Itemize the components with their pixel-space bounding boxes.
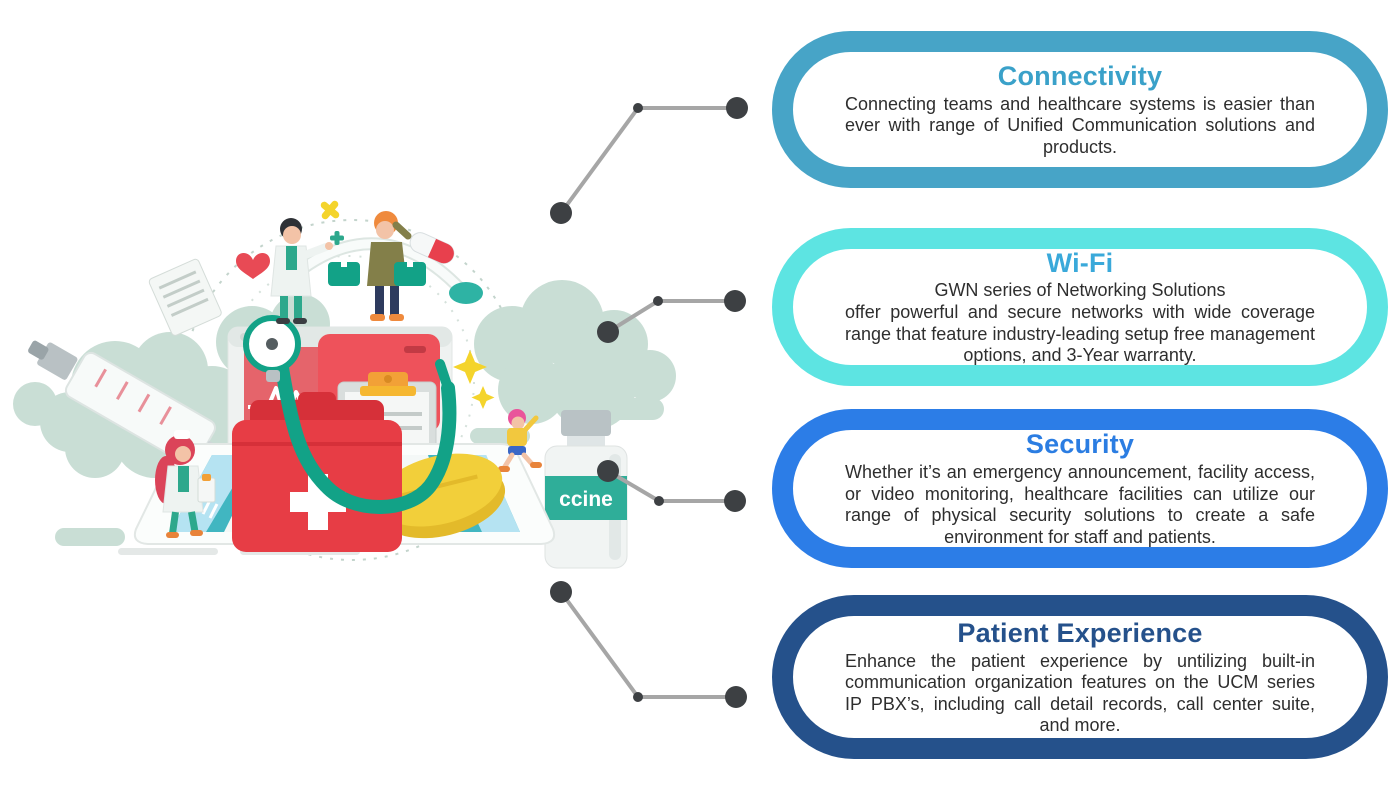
callout-connectivity: Connectivity Connecting teams and health… bbox=[772, 31, 1388, 188]
callout-title: Patient Experience bbox=[957, 617, 1203, 648]
stethoscope-icon bbox=[243, 315, 457, 514]
connector-dot bbox=[633, 692, 643, 702]
connector-dot bbox=[725, 686, 747, 708]
callout-title: Wi-Fi bbox=[1046, 247, 1114, 278]
sparkle-icon bbox=[320, 200, 495, 409]
callout-body: Whether it’s an emergency announcement, … bbox=[845, 462, 1315, 547]
capsule-icon bbox=[409, 232, 455, 264]
healthcare-illustration: ccine bbox=[13, 200, 676, 569]
connector-dot bbox=[724, 490, 746, 512]
kid-figure bbox=[498, 409, 542, 472]
callout-wifi: Wi-Fi GWN series of Networking Solutions… bbox=[772, 228, 1388, 386]
svg-text:ccine: ccine bbox=[559, 488, 613, 511]
callout-title: Connectivity bbox=[997, 60, 1163, 91]
callout-body-line: GWN series of Networking Solutions bbox=[934, 279, 1226, 300]
heart-icon bbox=[236, 252, 270, 279]
doctor-figure bbox=[270, 218, 333, 324]
connector-patient bbox=[559, 590, 736, 699]
notepad-icon bbox=[148, 258, 222, 336]
vaccine-bottle-icon: ccine bbox=[544, 410, 628, 569]
callout-body: offer powerful and secure networks with … bbox=[845, 302, 1315, 365]
connector-dot bbox=[726, 97, 748, 119]
green-plus-icon bbox=[330, 231, 344, 245]
callout-patient-experience: Patient Experience Enhance the patient e… bbox=[772, 595, 1388, 759]
connector-dot bbox=[724, 290, 746, 312]
teal-pill-icon bbox=[449, 282, 483, 304]
nurse-figure bbox=[155, 430, 216, 538]
teal-tabs-icon bbox=[328, 262, 426, 286]
callout-body: Enhance the patient experience by untili… bbox=[845, 650, 1315, 736]
callout-security: Security Whether it’s an emergency annou… bbox=[772, 409, 1388, 568]
callout-title: Security bbox=[1025, 429, 1135, 459]
callout-body: Connecting teams and healthcare systems … bbox=[845, 93, 1315, 157]
connector-dot bbox=[633, 103, 643, 113]
